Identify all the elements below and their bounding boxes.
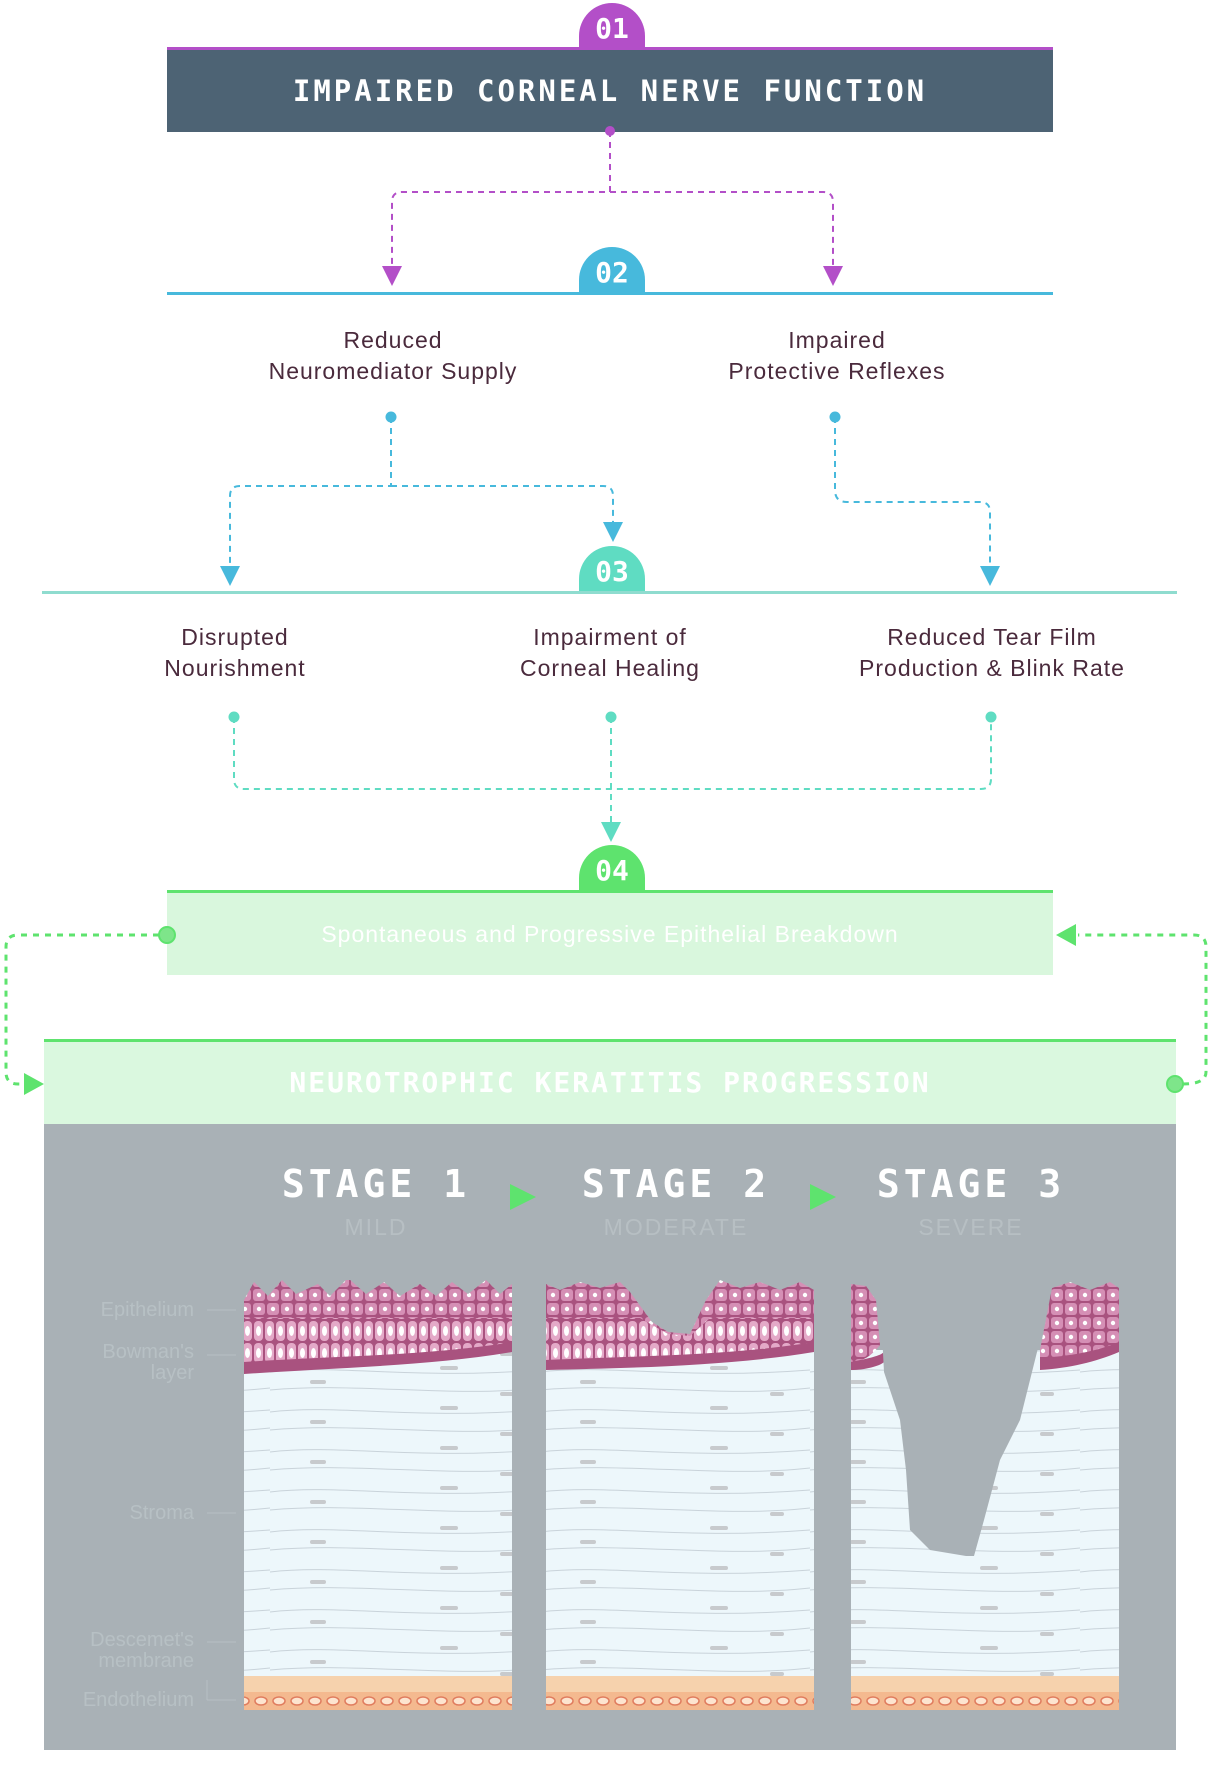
step-02-item-reflexes: Impaired Protective Reflexes (652, 325, 1022, 387)
step-03-item-healing: Impairment of Corneal Healing (445, 622, 775, 684)
layer-name: Epithelium (100, 1299, 194, 1321)
step-03-item-nourishment: Disrupted Nourishment (70, 622, 400, 684)
step-04-badge: 04 (579, 845, 645, 891)
item-line1: Disrupted (181, 624, 289, 650)
connector-step1-to-step2 (382, 126, 843, 286)
layer-name: Endothelium (82, 1689, 194, 1711)
progression-title-bar: NEUROTROPHIC KERATITIS PROGRESSION (44, 1042, 1176, 1124)
step-03-line (42, 591, 1177, 594)
step-04-title-bar: Spontaneous and Progressive Epithelial B… (167, 893, 1053, 975)
stage-arrow-2 (810, 1184, 836, 1210)
item-line2: Protective Reflexes (728, 358, 946, 384)
step-01-badge: 01 (579, 3, 645, 49)
step-02-item-neuromediator: Reduced Neuromediator Supply (208, 325, 578, 387)
item-line2: Production & Blink Rate (859, 655, 1125, 681)
layer-label-epithelium: Epithelium (101, 1300, 194, 1321)
stage-1-severity: MILD (344, 1214, 408, 1240)
layer-label-bowmans: Bowman's layer (74, 1342, 194, 1384)
stage-1-title: STAGE 1 (281, 1162, 471, 1206)
progression-title: NEUROTROPHIC KERATITIS PROGRESSION (289, 1066, 931, 1099)
step-01-line (167, 47, 1053, 50)
item-line1: Reduced (343, 327, 443, 353)
step-04-line (167, 890, 1053, 893)
item-line2: Corneal Healing (520, 655, 700, 681)
stage-1-tissue (244, 1280, 512, 1710)
connector-step3-to-step4 (228, 711, 997, 842)
item-line2: Nourishment (164, 655, 306, 681)
stage-2-severity: MODERATE (603, 1214, 749, 1240)
stage-arrow-1 (510, 1184, 536, 1210)
item-line1: Impaired (788, 327, 886, 353)
layer-label-descemets: Descemet's membrane (54, 1630, 194, 1672)
layer-label-endothelium: Endothelium (83, 1690, 194, 1711)
stage-2-tissue (546, 1280, 814, 1710)
step-01-title-bar: IMPAIRED CORNEAL NERVE FUNCTION (167, 50, 1053, 132)
step-02-line (167, 292, 1053, 295)
stage-3-tissue (851, 1280, 1119, 1710)
stage-3-title: STAGE 3 (876, 1162, 1066, 1206)
step-04-title: Spontaneous and Progressive Epithelial B… (321, 921, 899, 947)
layer-label-stroma: Stroma (130, 1503, 194, 1524)
layer-name: Bowman's layer (102, 1341, 194, 1384)
layer-name: Descemet's membrane (90, 1629, 194, 1672)
layer-tick-lines (206, 1309, 236, 1701)
step-03-item-tear-film: Reduced Tear Film Production & Blink Rat… (812, 622, 1172, 684)
layer-name: Stroma (129, 1502, 194, 1524)
item-line1: Reduced Tear Film (887, 624, 1097, 650)
item-line2: Neuromediator Supply (268, 358, 518, 384)
progression-top-line (44, 1039, 1176, 1042)
step-01-title: IMPAIRED CORNEAL NERVE FUNCTION (292, 74, 928, 108)
step-02-badge: 02 (579, 247, 645, 293)
connector-step2-to-step3 (220, 411, 1000, 586)
stage-3-severity: SEVERE (918, 1214, 1024, 1240)
connector-feedback-loop (4, 924, 1208, 1095)
stage-2-title: STAGE 2 (581, 1162, 771, 1206)
step-03-badge: 03 (579, 546, 645, 592)
item-line1: Impairment of (533, 624, 687, 650)
